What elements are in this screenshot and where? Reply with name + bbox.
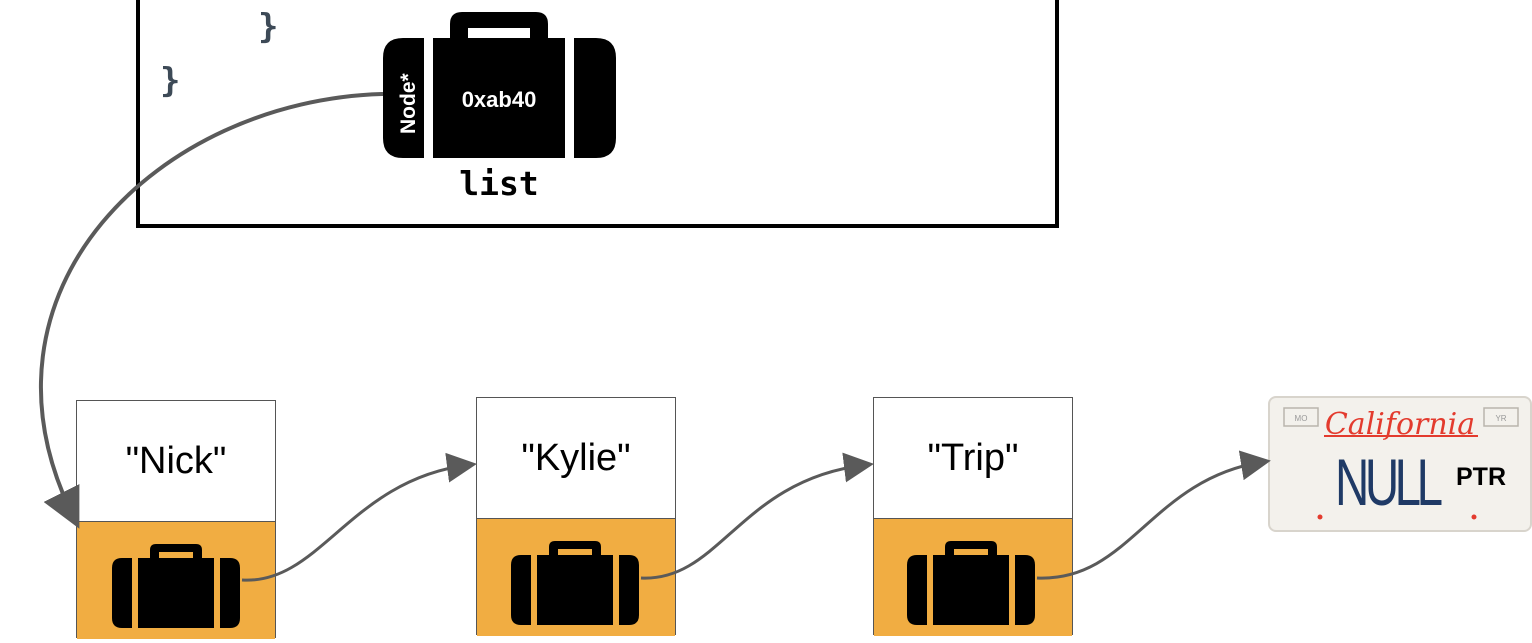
nullptr-license-plate: MO YR California NULL PTR: [1268, 396, 1532, 532]
node-value: "Trip": [927, 436, 1019, 479]
plate-suffix-text: PTR: [1456, 463, 1506, 491]
plate-sticker-right: YR: [1495, 414, 1506, 423]
node-value: "Kylie": [521, 436, 631, 479]
code-inner-brace: }: [258, 7, 279, 47]
code-outer-brace: }: [160, 61, 181, 101]
list-to-head-arrow: [39, 92, 384, 529]
node-value: "Nick": [125, 439, 227, 482]
pointer-variable-name: list: [459, 164, 539, 203]
pointer-address: 0xab40: [462, 87, 537, 112]
nick-next-arrow: [241, 452, 477, 582]
plate-sticker-left: MO: [1295, 414, 1308, 423]
license-plate-graphic: MO YR California NULL PTR: [1283, 407, 1519, 520]
plate-main-text: NULL: [1335, 446, 1443, 519]
trip-next-arrow: [1036, 450, 1271, 580]
pointer-type-label: Node*: [397, 73, 420, 135]
kylie-next-arrow: [640, 452, 874, 580]
stack-frame-box: [136, 0, 1059, 228]
